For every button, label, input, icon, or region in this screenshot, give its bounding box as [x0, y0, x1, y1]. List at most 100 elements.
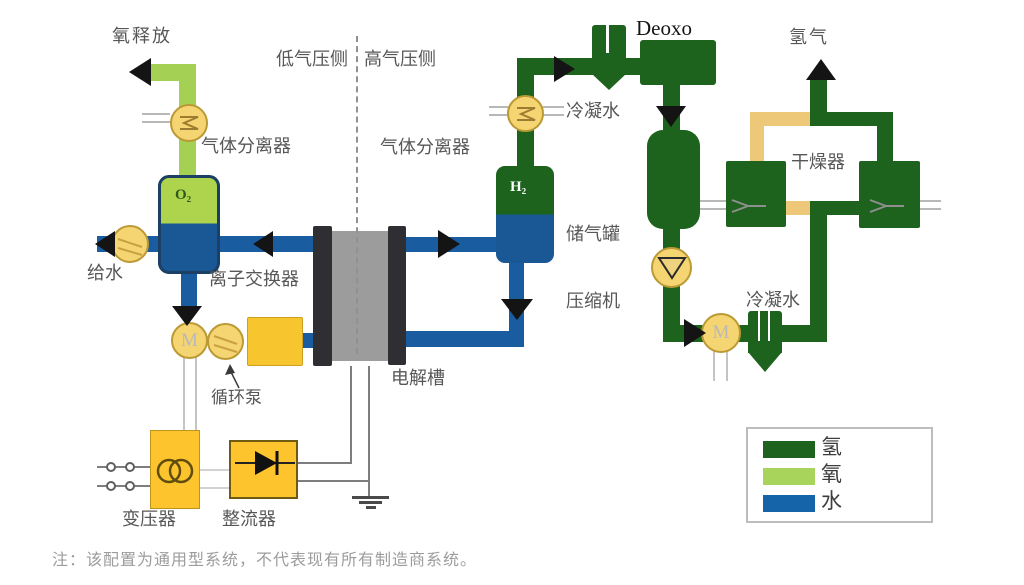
pump-impeller-icon [213, 335, 238, 353]
motor-wire [183, 357, 185, 431]
demister-slit [606, 25, 609, 53]
pipe-h2-outlet-v [810, 76, 827, 126]
o2-cooler [170, 104, 208, 142]
dryer-tower-right [859, 161, 920, 228]
feed-water-label: 给水 [87, 263, 123, 283]
arrow-right-icon [438, 230, 460, 258]
gas-separator-o2-label: 气体分离器 [201, 136, 291, 156]
heat-exchanger-coil-icon [180, 116, 199, 130]
high-pressure-side-label: 高气压侧 [364, 49, 436, 69]
arrow-down-icon [501, 299, 533, 320]
cooler-line [142, 113, 170, 115]
ion-exchanger-label: 离子交换器 [209, 269, 299, 289]
compressor-label: 压缩机 [566, 291, 620, 311]
low-pressure-side-label: 低气压侧 [276, 49, 348, 69]
arrow-right-icon [684, 319, 706, 347]
legend-label-hydrogen: 氢 [821, 435, 842, 459]
electrolyzer-electrode-right [388, 226, 406, 365]
electrolyzer-body [332, 231, 388, 361]
footnote: 注：该配置为通用型系统，不代表现有所有制造商系统。 [52, 552, 478, 569]
pipe-water-h2tank-down [509, 261, 524, 335]
transformer-rectifier-link-2 [200, 487, 229, 489]
rectifier-output-wire-bottom-h [297, 480, 370, 482]
condensate-trap-point [748, 352, 782, 372]
pipe-regen-left-v [750, 112, 764, 164]
pipe-h2-dryer-bottom-h [810, 201, 860, 215]
rectifier-label: 整流器 [222, 509, 276, 529]
ground-symbol-icon [359, 501, 382, 504]
switch-contact-icon [125, 462, 135, 472]
dryer-heater-line [919, 208, 941, 210]
dryer-heater-line [700, 208, 727, 210]
switch-contact-icon [125, 481, 135, 491]
diode-symbol-icon [235, 451, 295, 475]
legend-label-water: 水 [821, 489, 842, 513]
circulation-pump-label: 循环泵 [211, 388, 262, 407]
rectifier-output-wire-bottom-v [368, 366, 370, 497]
o2-tank-label: O₂ [175, 187, 192, 203]
arrow-down-icon [656, 106, 686, 127]
heat-exchanger-coil-icon [516, 106, 535, 121]
arrow-left-icon [95, 231, 115, 257]
dryer-label: 干燥器 [791, 152, 845, 172]
motor-cooler-right: M [701, 313, 741, 353]
motor-wire [713, 351, 715, 381]
pump-impeller-icon [117, 238, 143, 256]
pipe-h2-right-up [810, 207, 827, 342]
legend-swatch-water [763, 495, 815, 512]
transformer-symbol-icon [156, 458, 194, 484]
compressor-triangle-icon [656, 256, 687, 280]
dryer-heater-line [700, 200, 727, 202]
h2-cooler [507, 95, 544, 132]
switch-contact-icon [106, 481, 116, 491]
legend-swatch-oxygen [763, 468, 815, 485]
switch-contact-icon [106, 462, 116, 472]
motor-wire [726, 351, 728, 381]
pipe-water-electrolyzer-bottom [403, 331, 524, 347]
arrow-up-icon [806, 59, 836, 80]
ground-symbol-icon [352, 496, 389, 499]
condensate-trap-vessel [748, 311, 782, 353]
ground-symbol-icon [366, 506, 376, 509]
h2-tank-label: H₂ [510, 179, 527, 195]
dryer-heater-line [919, 200, 941, 202]
pipe-water-tank-down [181, 270, 197, 312]
trap-slit [758, 311, 760, 341]
cooler-line [543, 114, 564, 116]
pipe-regen-bottom-h [785, 201, 812, 215]
electrolyzer-label: 电解槽 [391, 368, 445, 388]
h2-separator-tank [496, 166, 554, 263]
pipe-h2-dryer-top-h [827, 112, 893, 126]
rectifier-output-wire-top-h [297, 462, 352, 464]
arrow-left-icon [129, 58, 151, 86]
power-input-line-1 [97, 466, 152, 468]
legend-label-oxygen: 氧 [821, 462, 842, 486]
trap-slit [768, 311, 770, 341]
deoxo-label: Deoxo [636, 16, 692, 40]
arrow-right-icon [554, 56, 575, 82]
rectifier-output-wire-top-v [350, 366, 352, 464]
demister-vessel-point [592, 74, 626, 90]
hydrogen-out-label: 氢气 [789, 27, 829, 47]
compressor-circle [651, 247, 692, 288]
oxygen-release-label: 氧释放 [112, 26, 172, 46]
circulation-pump-circle [207, 323, 244, 360]
electrolyzer-electrode-left [313, 226, 332, 366]
cooler-line [489, 106, 508, 108]
feed-pump [111, 225, 149, 263]
motor-label: M [181, 329, 198, 351]
arrow-left-icon [253, 231, 273, 257]
ion-exchanger-box [247, 317, 303, 366]
transformer-label: 变压器 [122, 509, 176, 529]
dryer-tower-left [726, 161, 786, 227]
legend: 氢 氧 水 [746, 427, 933, 523]
cooler-line [142, 121, 170, 123]
storage-vessel [647, 130, 700, 229]
annotation-arrow-icon [225, 364, 240, 389]
dryer-heater-chevron-icon [869, 199, 904, 213]
pipe-water-ion-link [302, 333, 314, 348]
storage-tank-label: 储气罐 [566, 224, 620, 244]
dryer-heater-chevron-icon [731, 199, 766, 213]
legend-swatch-hydrogen [763, 441, 815, 458]
